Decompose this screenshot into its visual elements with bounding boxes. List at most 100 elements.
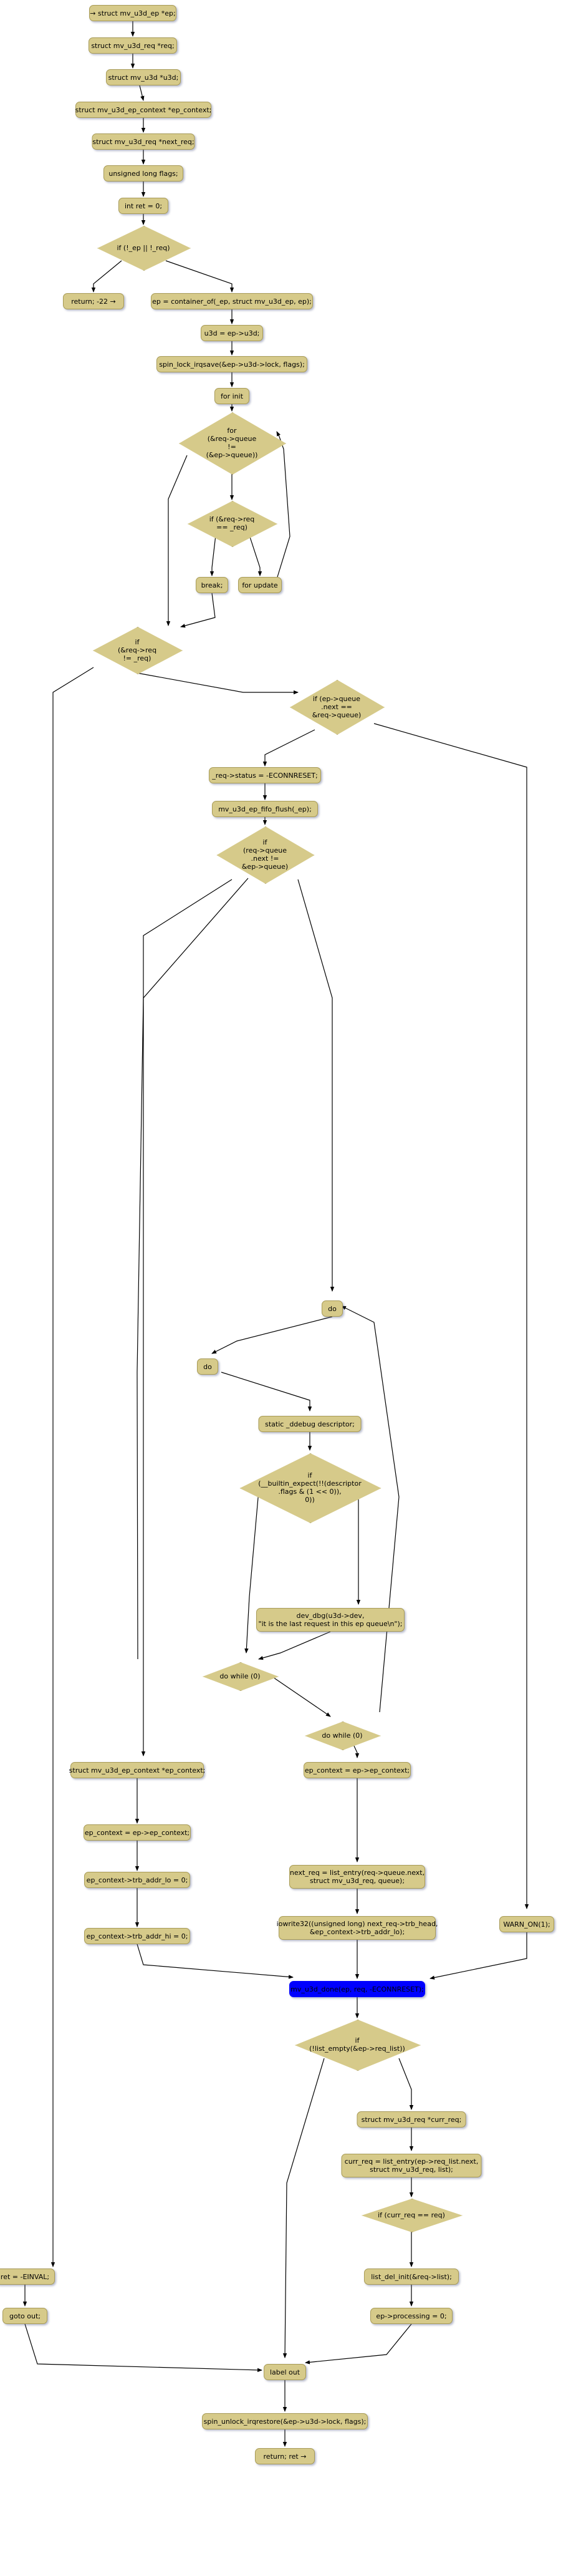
node-label: ep->processing = 0; <box>376 2312 447 2320</box>
node-return-einval[interactable]: return; -22 → <box>63 293 124 309</box>
decision-null-check[interactable]: if (!_ep || !_req) <box>97 226 191 271</box>
decision-queue-next-equals[interactable]: if (ep->queue .next == &req->queue) <box>290 680 385 735</box>
node-req-decl[interactable]: struct mv_u3d_req *req; <box>89 37 177 54</box>
node-label: ep_context->trb_addr_lo = 0; <box>86 1876 188 1884</box>
node-ret-einval[interactable]: ret = -EINVAL; <box>0 2269 55 2285</box>
node-label: _req->status = -ECONNRESET; <box>212 771 318 780</box>
node-label: struct mv_u3d_req *curr_req; <box>361 2115 462 2124</box>
node-label: WARN_ON(1); <box>503 1920 550 1929</box>
node-label: u3d = ep->u3d; <box>204 329 260 337</box>
node-mv-u3d-done-highlighted[interactable]: mv_u3d_done(ep, req, -ECONNRESET); <box>289 1981 425 1997</box>
node-label: if (&req->req == _req) <box>209 515 255 531</box>
node-label-out[interactable]: label out <box>264 2364 306 2380</box>
node-ep-context-decl[interactable]: struct mv_u3d_ep_context *ep_context; <box>75 102 211 118</box>
node-label: for (&req->queue != (&ep->queue)) <box>206 427 258 459</box>
node-label: do while (0) <box>322 1731 363 1740</box>
node-for-update[interactable]: for update <box>238 577 282 593</box>
node-return-ret[interactable]: return; ret → <box>255 2448 315 2464</box>
node-goto-out[interactable]: goto out; <box>2 2308 47 2324</box>
node-curr-req-decl[interactable]: struct mv_u3d_req *curr_req; <box>357 2111 466 2128</box>
node-label: do <box>328 1304 337 1313</box>
node-u3d-decl[interactable]: struct mv_u3d *u3d; <box>106 69 181 85</box>
node-ep-decl[interactable]: → struct mv_u3d_ep *ep; <box>89 5 176 21</box>
node-ep-processing-zero[interactable]: ep->processing = 0; <box>370 2308 453 2324</box>
node-iowrite32[interactable]: iowrite32((unsigned long) next_req->trb_… <box>276 1916 438 1940</box>
node-label: spin_lock_irqsave(&ep->u3d->lock, flags)… <box>159 360 305 369</box>
node-u3d-assign[interactable]: u3d = ep->u3d; <box>201 325 263 341</box>
node-next-req-list-entry[interactable]: next_req = list_entry(req->queue.next, s… <box>289 1865 425 1889</box>
node-label: for init <box>220 392 244 400</box>
node-label: → struct mv_u3d_ep *ep; <box>90 9 176 17</box>
node-ep-context-assign-left[interactable]: ep_context = ep->ep_context; <box>84 1824 191 1841</box>
node-label: struct mv_u3d_ep_context *ep_context; <box>75 105 212 114</box>
node-label: for update <box>242 581 278 589</box>
node-label: spin_unlock_irqrestore(&ep->u3d->lock, f… <box>203 2417 367 2426</box>
node-trb-addr-lo-zero[interactable]: ep_context->trb_addr_lo = 0; <box>84 1872 190 1888</box>
node-label: if (!_ep || !_req) <box>117 243 170 252</box>
node-label: unsigned long flags; <box>108 169 178 178</box>
node-flags-decl[interactable]: unsigned long flags; <box>103 165 183 182</box>
edges-group <box>22 21 529 2447</box>
node-label: if (&req->req != _req) <box>117 637 157 662</box>
node-label: do while (0) <box>219 1672 261 1680</box>
node-label: curr_req = list_entry(ep->req_list.next,… <box>344 2157 479 2174</box>
node-label: if (!list_empty(&ep->req_list)) <box>309 2036 405 2053</box>
node-list-del-init[interactable]: list_del_init(&req->list); <box>364 2269 459 2285</box>
node-label: next_req = list_entry(req->queue.next, s… <box>289 1869 425 1885</box>
node-label: static _ddebug descriptor; <box>265 1420 355 1428</box>
node-container-of[interactable]: ep = container_of(_ep, struct mv_u3d_ep,… <box>151 293 313 309</box>
node-status-econnreset[interactable]: _req->status = -ECONNRESET; <box>209 767 321 783</box>
node-break[interactable]: break; <box>196 577 228 593</box>
decision-list-not-empty[interactable]: if (!list_empty(&ep->req_list)) <box>295 2020 421 2071</box>
node-fifo-flush[interactable]: mv_u3d_ep_fifo_flush(_ep); <box>212 801 318 817</box>
node-dev-dbg[interactable]: dev_dbg(u3d->dev, "it is the last reques… <box>256 1608 405 1632</box>
node-label: struct mv_u3d_req *next_req; <box>92 137 194 146</box>
node-ep-context-assign-right[interactable]: ep_context = ep->ep_context; <box>304 1762 411 1778</box>
node-label: ep = container_of(_ep, struct mv_u3d_ep,… <box>152 297 312 306</box>
node-curr-req-list-entry[interactable]: curr_req = list_entry(ep->req_list.next,… <box>341 2154 482 2177</box>
node-spin-lock[interactable]: spin_lock_irqsave(&ep->u3d->lock, flags)… <box>156 356 307 372</box>
node-label: label out <box>269 2368 300 2376</box>
node-do-outer[interactable]: do <box>322 1300 343 1317</box>
node-label: break; <box>201 581 223 589</box>
node-label: if (req->queue .next != &ep->queue) <box>241 838 289 871</box>
node-next-req-decl[interactable]: struct mv_u3d_req *next_req; <box>92 133 195 150</box>
node-label: if (ep->queue .next == &req->queue) <box>312 694 362 719</box>
node-for-init[interactable]: for init <box>214 388 249 404</box>
node-label: return; -22 → <box>71 297 116 306</box>
node-label: struct mv_u3d *u3d; <box>108 73 179 82</box>
node-label: do <box>203 1362 212 1371</box>
node-label: return; ret → <box>263 2452 307 2461</box>
node-ret-init[interactable]: int ret = 0; <box>118 198 168 214</box>
node-label: list_del_init(&req->list); <box>371 2272 452 2281</box>
node-label: if (__builtin_expect(!!(descriptor .flag… <box>258 1471 362 1504</box>
decision-req-equals[interactable]: if (&req->req == _req) <box>188 501 277 547</box>
node-ddebug-descriptor[interactable]: static _ddebug descriptor; <box>258 1416 362 1432</box>
node-ep-context-decl-2[interactable]: struct mv_u3d_ep_context *ep_context; <box>69 1762 206 1778</box>
node-label: struct mv_u3d_ep_context *ep_context; <box>69 1766 206 1775</box>
node-trb-addr-hi-zero[interactable]: ep_context->trb_addr_hi = 0; <box>84 1928 190 1944</box>
decision-for-condition[interactable]: for (&req->queue != (&ep->queue)) <box>179 412 286 475</box>
decision-queue-next-not-equals[interactable]: if (req->queue .next != &ep->queue) <box>216 826 315 884</box>
decision-do-while-outer[interactable]: do while (0) <box>305 1721 381 1750</box>
node-do-inner[interactable]: do <box>197 1358 218 1375</box>
decision-builtin-expect[interactable]: if (__builtin_expect(!!(descriptor .flag… <box>239 1453 381 1523</box>
node-label: mv_u3d_done(ep, req, -ECONNRESET); <box>290 1985 424 1993</box>
node-warn-on[interactable]: WARN_ON(1); <box>499 1916 554 1932</box>
node-label: ep_context = ep->ep_context; <box>84 1828 190 1837</box>
decision-curr-req-equals[interactable]: if (curr_req == req) <box>362 2199 463 2232</box>
node-label: ep_context = ep->ep_context; <box>304 1766 410 1775</box>
node-label: ret = -EINVAL; <box>0 2272 50 2281</box>
decision-do-while-inner[interactable]: do while (0) <box>203 1662 279 1691</box>
node-label: iowrite32((unsigned long) next_req->trb_… <box>276 1920 438 1936</box>
node-label: int ret = 0; <box>124 201 163 210</box>
node-label: mv_u3d_ep_fifo_flush(_ep); <box>218 805 312 813</box>
node-label: ep_context->trb_addr_hi = 0; <box>86 1932 188 1940</box>
node-spin-unlock[interactable]: spin_unlock_irqrestore(&ep->u3d->lock, f… <box>202 2413 368 2429</box>
decision-req-not-equals[interactable]: if (&req->req != _req) <box>93 627 183 674</box>
node-label: struct mv_u3d_req *req; <box>91 41 175 50</box>
node-label: dev_dbg(u3d->dev, "it is the last reques… <box>258 1612 403 1628</box>
node-label: if (curr_req == req) <box>378 2210 445 2219</box>
node-label: goto out; <box>9 2312 41 2320</box>
